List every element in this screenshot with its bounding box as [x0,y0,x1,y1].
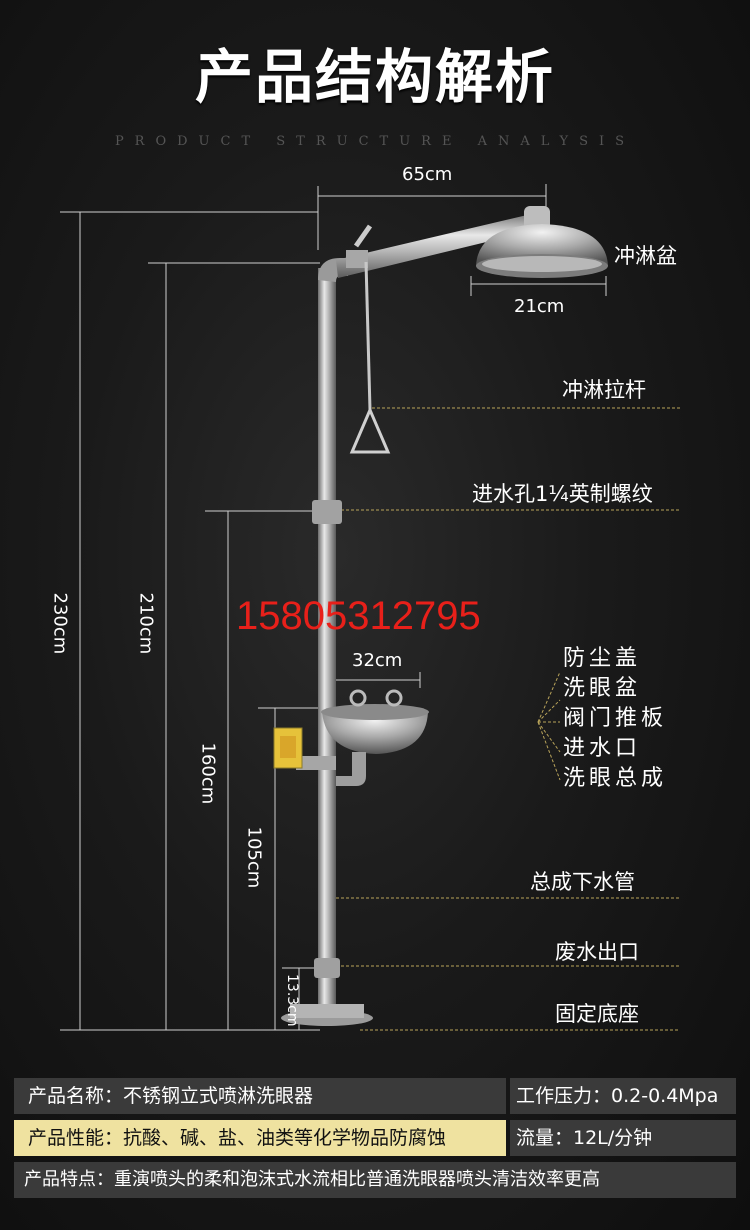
label-eyewash-assembly: 洗眼总成 [563,766,668,791]
dim-total-height: 230cm [49,592,71,655]
contact-phone: 15805312795 [236,594,481,638]
eyewash-parts-list: 防尘盖 洗眼盆 阀门推板 进水口 洗眼总成 [563,644,667,794]
label-shower-bowl: 冲淋盆 [614,244,677,268]
dim-eyewash-bowl: 32cm [352,650,403,671]
leader-lines [336,407,680,1031]
spec-name: 产品名称：不锈钢立式喷淋洗眼器 [28,1085,314,1107]
pull-rod [364,261,372,411]
label-eyewash-bowl: 洗眼盆 [563,676,642,701]
label-drain-pipe: 总成下水管 [530,870,635,894]
dim-bowl-height: 105cm [243,826,265,889]
spec-flow: 流量：12L/分钟 [516,1127,653,1149]
page-title: 产品结构解析 [194,43,555,111]
spec-name-row: 产品名称：不锈钢立式喷淋洗眼器 [14,1078,506,1114]
page-subtitle: PRODUCT STRUCTURE ANALYSIS [114,134,636,149]
dim-outlet-height: 13.3cm [284,974,300,1027]
inlet-fitting [312,500,342,524]
dim-shower-height: 210cm [135,592,157,655]
spec-performance: 产品性能：抗酸、碱、盐、油类等化学物品防腐蚀 [28,1127,447,1149]
label-pull-rod: 冲淋拉杆 [562,378,646,402]
spec-flow-row: 流量：12L/分钟 [510,1120,736,1156]
shower-arm [336,212,544,278]
main-pipe [318,268,336,1018]
label-water-inlet: 进水孔1¼英制螺纹 [472,482,653,506]
label-base: 固定底座 [555,1002,639,1026]
dim-inlet-height: 160cm [197,742,219,805]
label-valve-push-plate: 阀门推板 [563,706,668,731]
dim-arm-width: 65cm [402,164,453,185]
spec-feature-row: 产品特点：重演喷头的柔和泡沫式水流相比普通洗眼器喷头清洁效率更高 [14,1162,736,1198]
spec-performance-row: 产品性能：抗酸、碱、盐、油类等化学物品防腐蚀 [14,1120,506,1156]
shower-head [476,224,608,266]
label-waste-outlet: 废水出口 [555,940,639,964]
spec-pressure: 工作压力：0.2-0.4Mpa [516,1085,719,1107]
pull-handle [349,406,391,454]
dimension-lines [60,184,607,1031]
dim-shower-head: 21cm [514,296,565,317]
label-dust-cover: 防尘盖 [563,646,642,671]
spec-feature: 产品特点：重演喷头的柔和泡沫式水流相比普通洗眼器喷头清洁效率更高 [24,1169,600,1190]
label-inlet-port: 进水口 [563,736,642,761]
eyewash-bowl-shape [322,712,428,754]
spec-pressure-row: 工作压力：0.2-0.4Mpa [510,1078,736,1114]
